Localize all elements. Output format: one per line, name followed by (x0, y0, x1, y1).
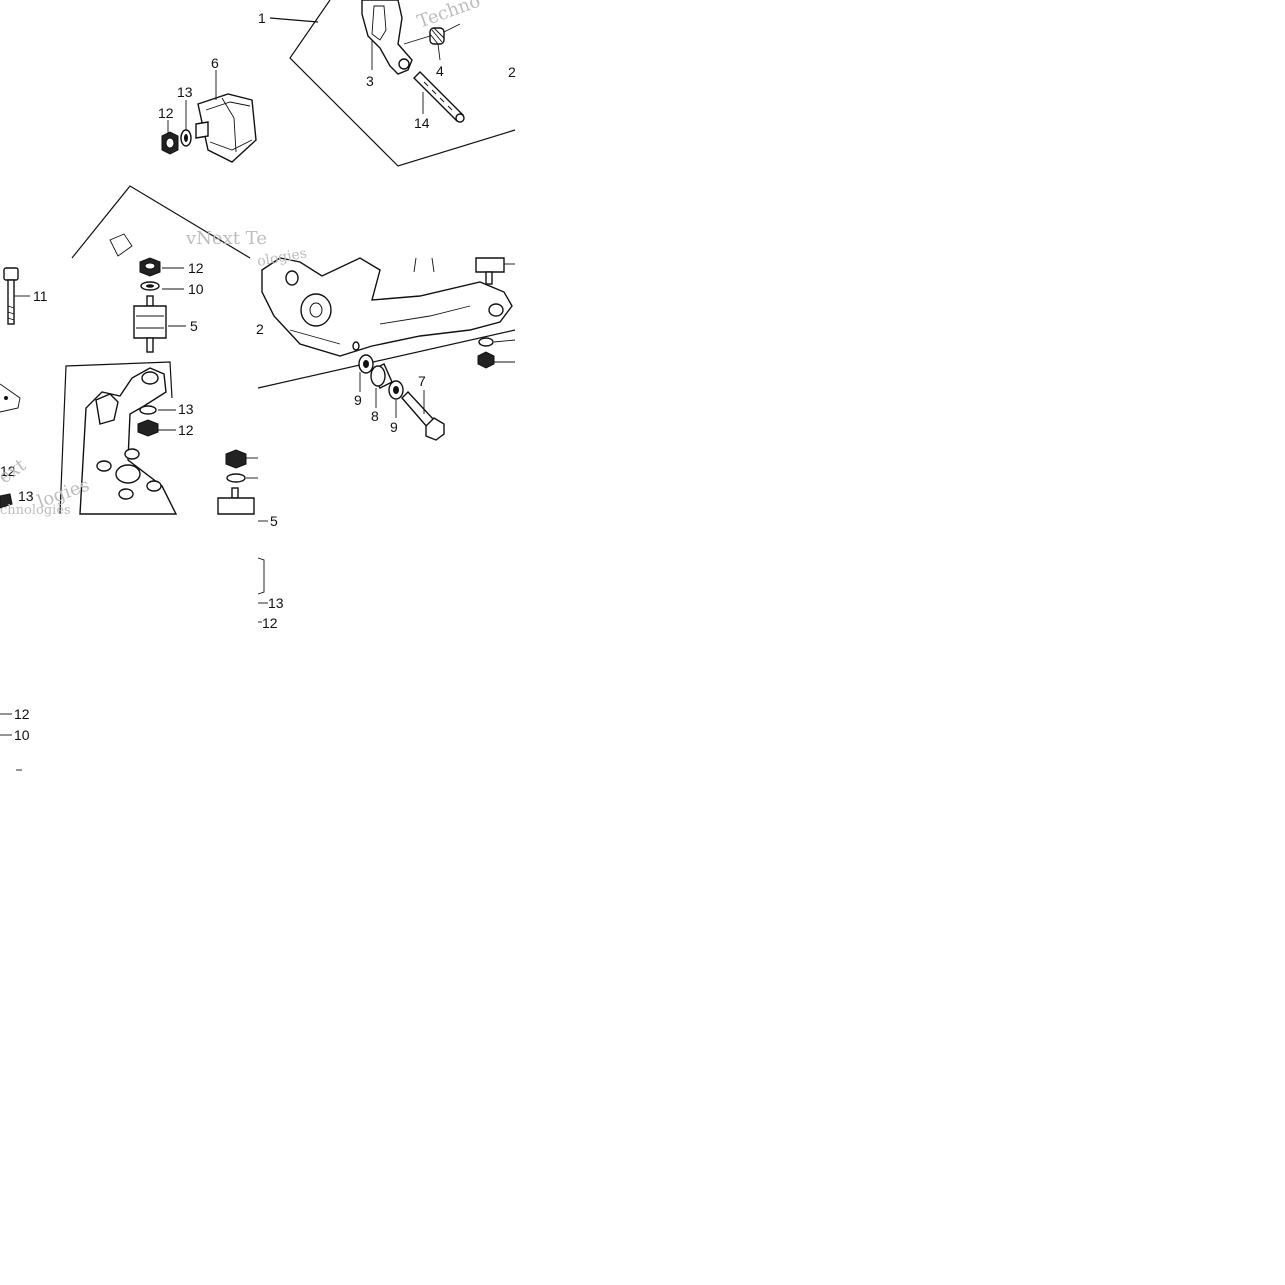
callout-label-13: 13 (18, 488, 34, 504)
callout-label-12: 12 (0, 463, 16, 479)
callout-label-13: 13 (178, 401, 194, 417)
callout-label-2: 2 (256, 321, 264, 337)
callout-label-12: 12 (178, 422, 194, 438)
lower-fragments: 5 13 12 12 10 (0, 513, 284, 771)
washer-part-9-a (358, 354, 374, 392)
callout-label-12: 12 (262, 615, 278, 631)
pin-part-14 (413, 71, 465, 123)
nut-part-12 (161, 120, 179, 155)
nut-part-12-stack (139, 257, 184, 277)
nut-part-12-b (137, 419, 176, 437)
nut-washer-stack-right (217, 449, 258, 515)
callout-label-5: 5 (270, 513, 278, 529)
tile-top-right: 1 3 4 14 6 13 12 2 Techno (158, 0, 516, 167)
callout-label-14: 14 (414, 115, 430, 131)
callout-label-3: 3 (366, 73, 374, 89)
callout-label-12: 12 (188, 260, 204, 276)
washer-part-9-b (388, 380, 404, 418)
callout-label-12: 12 (158, 105, 174, 121)
callout-label-2: 2 (508, 64, 516, 80)
callout-label-12: 12 (14, 706, 30, 722)
callout-label-10: 10 (14, 727, 30, 743)
mount-stud-right (475, 257, 515, 285)
spring-part-4 (403, 23, 461, 61)
watermark-text: ext (0, 454, 30, 488)
callout-label-10: 10 (188, 281, 204, 297)
callout-label-11: 11 (33, 288, 48, 304)
rubber-mount-part-5 (133, 295, 186, 353)
small-nut-part (0, 493, 13, 509)
callout-label-5: 5 (190, 318, 198, 334)
bolt-part-7 (401, 390, 445, 441)
collar-part-8 (370, 363, 393, 408)
callout-label-13: 13 (177, 84, 193, 100)
callout-label-7: 7 (418, 373, 426, 389)
callout-label-9: 9 (354, 392, 362, 408)
callout-label-8: 8 (371, 408, 379, 424)
callout-label-6: 6 (211, 55, 219, 71)
tile-middle-right: 2 9 8 9 7 ologies (256, 245, 516, 441)
watermark-text: Techno (415, 0, 484, 33)
callout-label-1: 1 (258, 10, 266, 26)
engine-hanger-part-2 (261, 257, 513, 357)
callout-label-9: 9 (390, 419, 398, 435)
tile-middle-left: 11 12 10 5 13 12 12 13 vNext Te ext logi… (0, 185, 267, 518)
watermark-text: chnologies (0, 503, 71, 518)
washer-part-10 (140, 281, 184, 291)
nut-washer-right (477, 337, 516, 369)
watermark-text: vNext Te (185, 228, 267, 249)
bracket-part-3 (361, 0, 413, 75)
bolt-part-11 (3, 267, 30, 325)
washer-part-13-b (139, 405, 176, 415)
callout-label-13: 13 (268, 595, 284, 611)
frame-bracket (0, 361, 178, 515)
washer-part-13 (180, 100, 192, 147)
callout-label-4: 4 (436, 63, 444, 79)
rubber-mount-part-6 (195, 70, 257, 163)
